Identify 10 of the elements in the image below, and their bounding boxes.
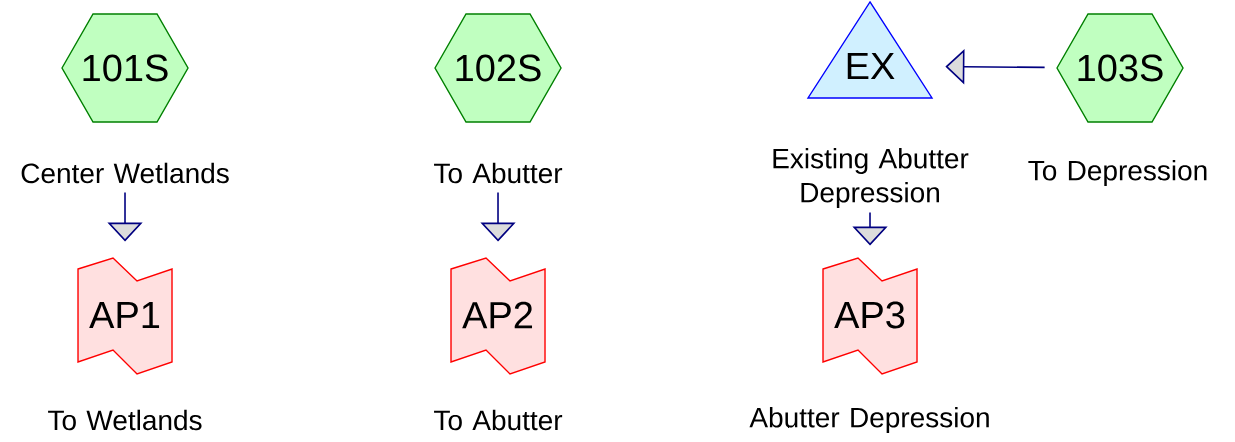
node-caption: To Abutter (434, 409, 563, 431)
catchment-hexagon: 103S (1056, 13, 1184, 123)
node-caption: Abutter Depression (749, 406, 989, 434)
node-caption: To Wetlands (48, 409, 202, 431)
catchment-hexagon: 101S (61, 13, 189, 123)
node-caption: To Depression (1028, 159, 1207, 187)
node-caption: To Abutter (434, 162, 563, 184)
catchment-hexagon: 102S (434, 13, 562, 123)
node-caption: Center Wetlands (21, 162, 229, 184)
node-caption: Existing Abutter Depression (773, 147, 969, 209)
